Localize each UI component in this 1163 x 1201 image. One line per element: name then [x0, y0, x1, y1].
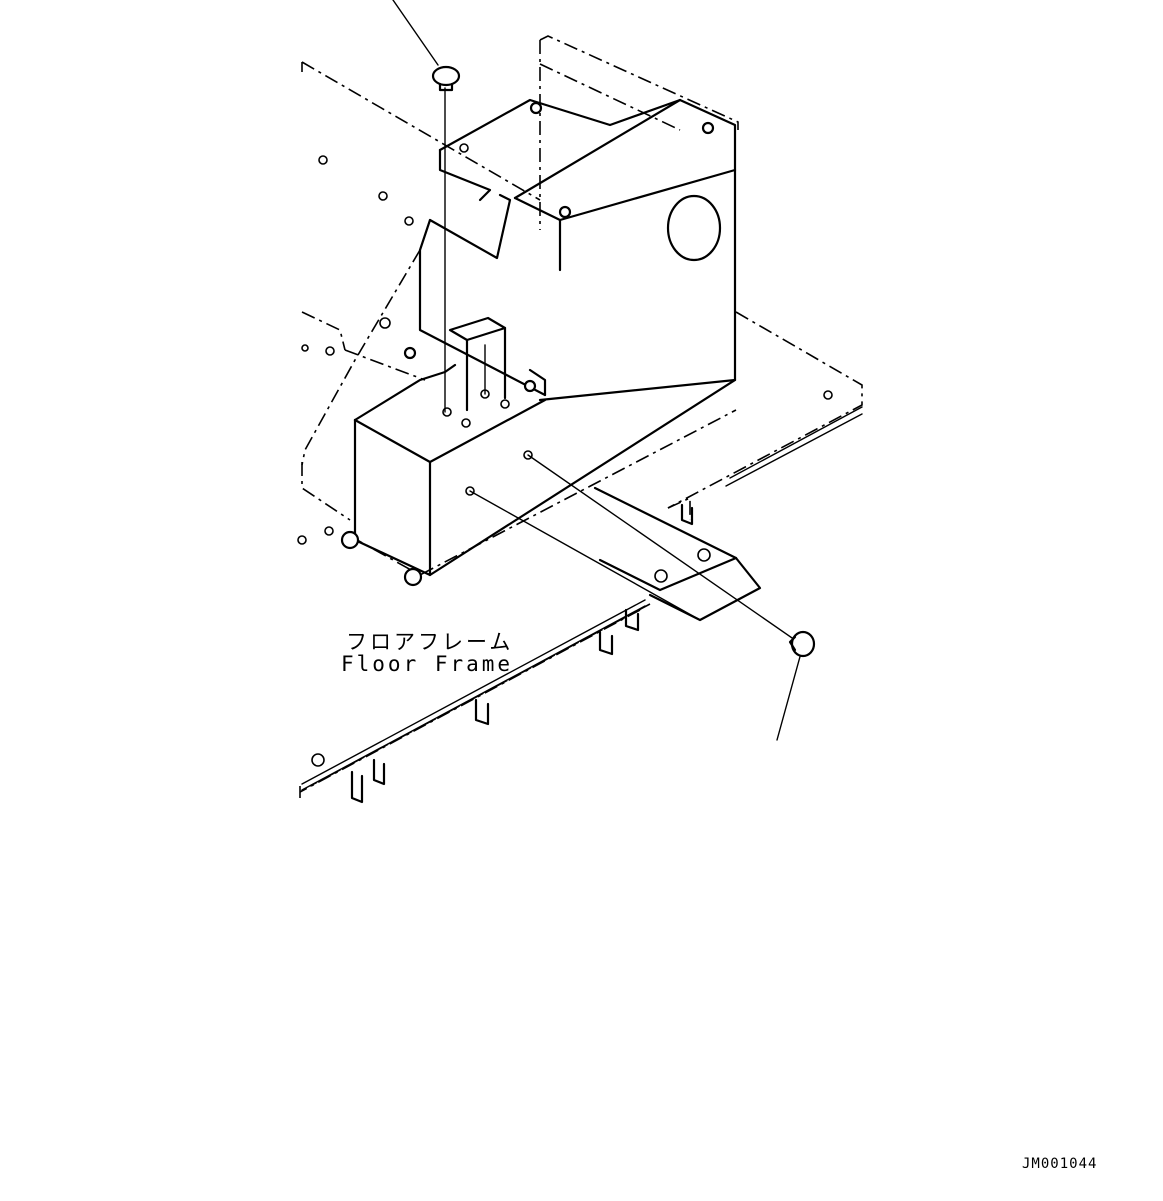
- plug-top: [431, 65, 461, 92]
- frame-brackets: [350, 503, 694, 804]
- drawing-code: JM001044: [1022, 1156, 1098, 1172]
- assembly-guide-lines: [444, 87, 796, 641]
- floor-frame-outline: [299, 61, 863, 798]
- floor-frame-edge: [301, 406, 863, 791]
- leader-lines: [392, 0, 802, 741]
- bolts: [340, 101, 715, 587]
- cover-plate: [593, 486, 762, 622]
- floor-frame-label-jp: フロアフレーム: [346, 630, 514, 654]
- plug-bottom: [788, 630, 816, 658]
- floor-frame-label-en: Floor Frame: [341, 652, 514, 676]
- console-housing: [301, 35, 739, 577]
